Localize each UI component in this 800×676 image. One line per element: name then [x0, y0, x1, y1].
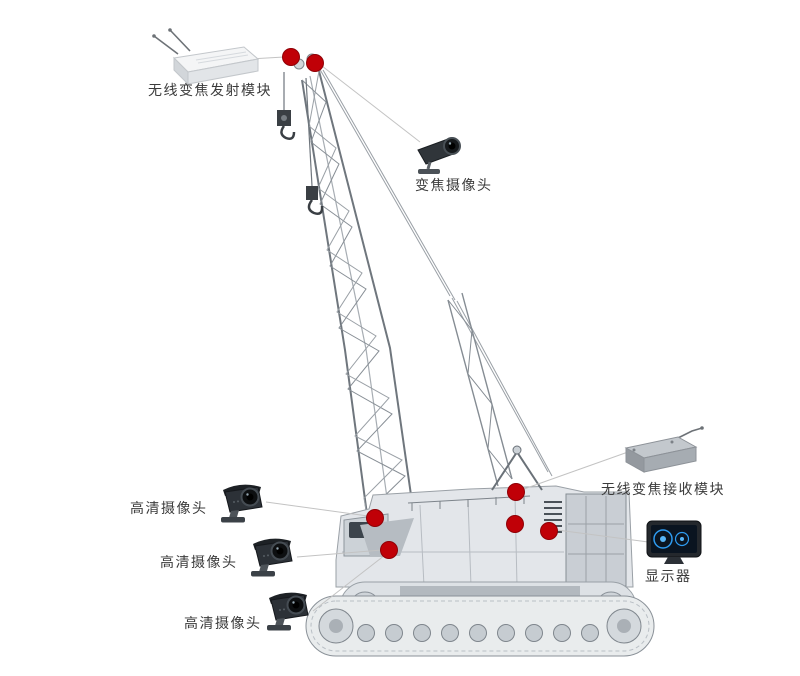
- marker-body-left-2: [380, 541, 398, 559]
- label-transmitter: 无线变焦发射模块: [148, 83, 272, 99]
- marker-body-right-3: [540, 522, 558, 540]
- hd-camera-icon-middle: [248, 532, 294, 578]
- label-hd-camera-bottom: 高清摄像头: [184, 616, 262, 632]
- crane-boom: [301, 70, 415, 523]
- zoom-camera-icon: [410, 128, 472, 178]
- marker-body-right-1: [507, 483, 525, 501]
- marker-body-right-2: [506, 515, 524, 533]
- crane-mast: [447, 292, 513, 487]
- connector-receiver: [523, 451, 629, 490]
- hd-camera-icon-bottom: [264, 586, 310, 632]
- wireless-receiver-module-icon: [620, 424, 704, 476]
- marker-boom-top-2: [306, 54, 324, 72]
- connector-zoom-camera: [321, 65, 421, 143]
- connector-hd-camera-bottom: [312, 554, 386, 612]
- label-monitor: 显示器: [645, 569, 692, 585]
- connector-hd-camera-middle: [296, 549, 383, 558]
- wireless-transmitter-module-icon: [150, 26, 262, 86]
- label-zoom-camera: 变焦摄像头: [415, 178, 493, 194]
- crane-body: [335, 445, 634, 588]
- hook-blocks: [277, 72, 324, 215]
- connector-hd-camera-top: [265, 501, 369, 517]
- label-hd-camera-middle: 高清摄像头: [160, 555, 238, 571]
- display-monitor-icon: [646, 520, 704, 566]
- hd-camera-icon-top: [218, 478, 264, 524]
- connector-monitor: [556, 529, 649, 543]
- crane-cables: [317, 65, 553, 477]
- position-markers: [282, 48, 558, 559]
- marker-boom-top-1: [282, 48, 300, 66]
- marker-body-left-1: [366, 509, 384, 527]
- label-receiver: 无线变焦接收模块: [601, 482, 725, 498]
- connector-lines: [249, 56, 649, 612]
- label-hd-camera-top: 高清摄像头: [130, 501, 208, 517]
- crawler-tracks: [305, 581, 655, 657]
